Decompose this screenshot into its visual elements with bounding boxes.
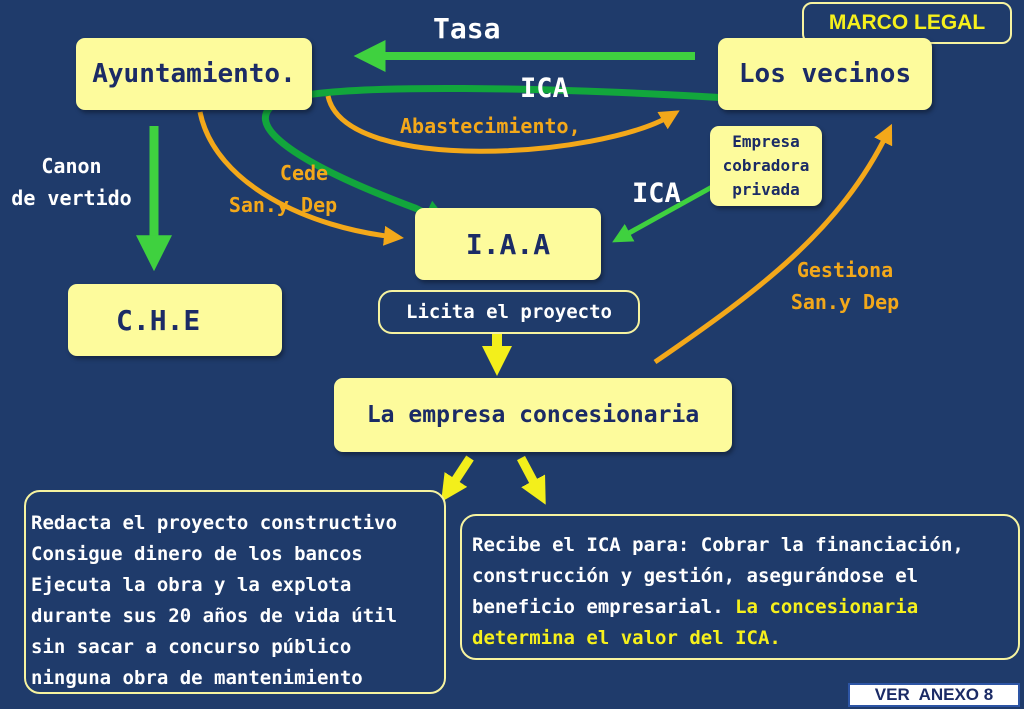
cede-label: Cede San.y Dep — [210, 157, 356, 221]
iaa-box: I.A.A — [415, 208, 601, 280]
vecinos-label: Los vecinos — [738, 59, 912, 89]
concesionaria-label: La empresa concesionaria — [366, 402, 700, 428]
licita-box: Licita el proyecto — [378, 290, 640, 334]
che-box: C.H.E — [68, 284, 282, 356]
task-line: durante sus 20 años de vida útil — [31, 605, 398, 627]
task-line: Redacta el proyecto constructivo — [31, 512, 398, 534]
abastecimiento-arrow — [325, 95, 680, 154]
canon-line-1: Canon — [41, 154, 102, 178]
empresa-cobradora-box: Empresa cobradora privada — [710, 126, 822, 206]
tasa-label: Tasa — [433, 12, 501, 45]
licita-label: Licita el proyecto — [406, 301, 612, 323]
ayuntamiento-label: Ayuntamiento. — [92, 59, 296, 89]
iaa-label: I.A.A — [465, 227, 551, 261]
canon-line-2: de vertido — [11, 186, 132, 210]
empresa-line-1: Empresa — [732, 132, 800, 151]
explanation-line-4-highlight: determina el valor del ICA. — [472, 627, 781, 649]
explanation-line-2: construcción y gestión, asegurándose el — [472, 565, 919, 587]
explanation-line-1: Recibe el ICA para: Cobrar la financiaci… — [472, 534, 964, 556]
right-text-arrow — [517, 455, 546, 505]
task-line: Consigue dinero de los bancos — [31, 543, 363, 565]
che-label: C.H.E — [116, 303, 201, 337]
explanation-line-3: beneficio empresarial. La concesionaria — [472, 592, 1018, 623]
ver-anexo-button[interactable]: VER ANEXO 8 — [848, 683, 1020, 707]
explanation-line-3-highlight: La concesionaria — [735, 596, 919, 618]
empresa-line-3: privada — [732, 180, 800, 199]
marco-legal-label: MARCO LEGAL — [828, 11, 986, 34]
gestiona-line-1: Gestiona — [796, 258, 894, 282]
ayuntamiento-box: Ayuntamiento. — [76, 38, 312, 110]
empresa-line-2: cobradora — [722, 156, 810, 175]
task-line: Ejecuta la obra y la explota — [31, 574, 352, 596]
concesionaria-tasks-box: Redacta el proyecto constructivo Consigu… — [24, 490, 446, 694]
explanation-line-3-white: beneficio empresarial. — [472, 596, 736, 618]
vecinos-box: Los vecinos — [718, 38, 932, 110]
gestiona-line-2: San.y Dep — [790, 290, 900, 314]
task-line: sin sacar a concurso público — [31, 636, 352, 658]
cede-line-1: Cede — [279, 161, 329, 185]
ica-right-arrow — [612, 184, 714, 243]
ica-top-label: ICA — [520, 73, 569, 104]
ica-right-label: ICA — [632, 178, 681, 209]
abastecimiento-label: Abastecimiento, — [400, 114, 581, 138]
canon-label: Canon de vertido — [4, 150, 139, 214]
concesionaria-box: La empresa concesionaria — [334, 378, 732, 452]
left-text-arrow — [441, 455, 474, 503]
ica-explanation-box: Recibe el ICA para: Cobrar la financiaci… — [460, 514, 1020, 660]
cede-arrow — [197, 111, 404, 246]
task-line: ninguna obra de mantenimiento — [31, 667, 363, 689]
cede-line-2: San.y Dep — [228, 193, 338, 217]
gestiona-arrow — [653, 123, 893, 365]
gestiona-label: Gestiona San.y Dep — [772, 254, 918, 318]
ver-anexo-label: VER ANEXO 8 — [874, 685, 994, 704]
